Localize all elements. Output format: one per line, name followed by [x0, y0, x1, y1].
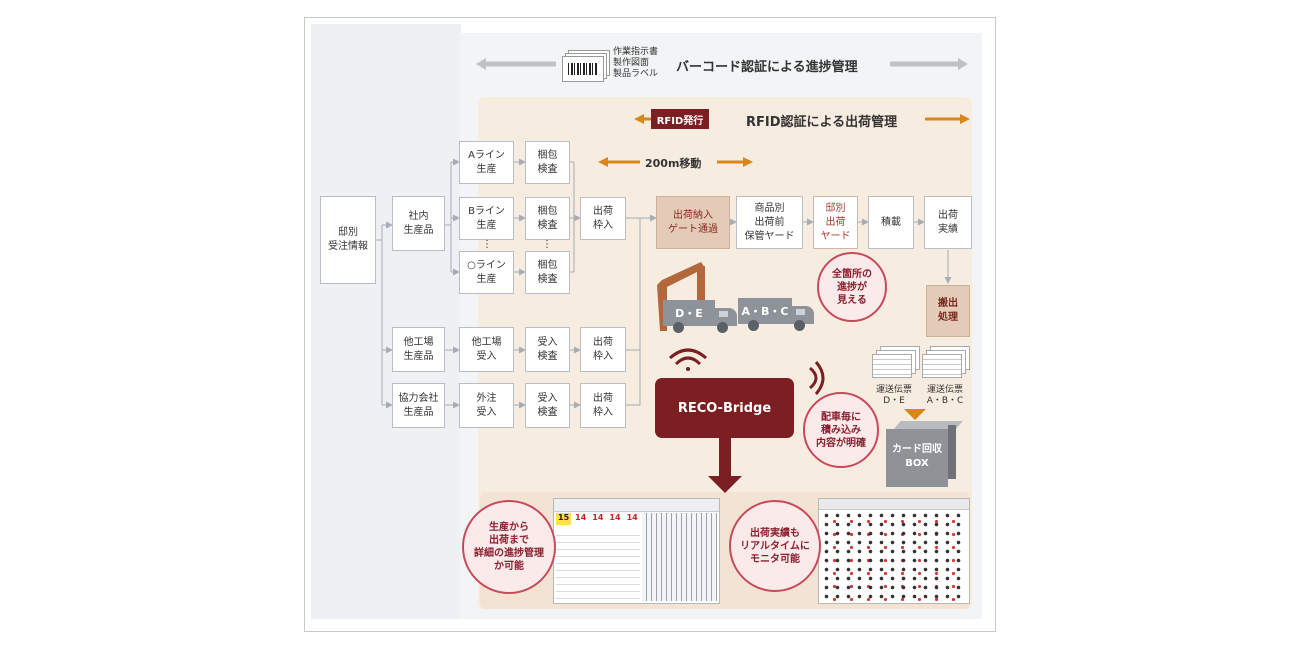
shipment-monitor-screen	[818, 498, 970, 604]
move-arrow	[598, 157, 753, 167]
move-label: 200m移動	[645, 157, 702, 170]
ship-frame-1-box: 出荷 枠入	[580, 197, 626, 240]
truck-abc: A・B・C	[738, 298, 820, 332]
truck-de-label: D・E	[675, 307, 703, 320]
rfid-issue-tag: RFID発行	[651, 109, 709, 129]
line-b-box: Bライン 生産	[459, 197, 514, 240]
ship-frame-3-box: 出荷 枠入	[580, 383, 626, 428]
truck-de: D・E	[663, 300, 745, 334]
line-ellipsis: ⋮	[482, 239, 492, 250]
pack-o-box: 梱包 検査	[525, 251, 570, 294]
callout-per-vehicle: 配車毎に 積み込み 内容が明確	[803, 392, 879, 468]
pack-a-box: 梱包 検査	[525, 141, 570, 184]
slip-de-icon	[872, 346, 920, 380]
truck-abc-label: A・B・C	[741, 305, 789, 318]
pack-b-box: 梱包 検査	[525, 197, 570, 240]
in-house-box: 社内 生産品	[392, 196, 445, 251]
reco-down-arrow	[708, 438, 742, 493]
slip-abc-label: 運送伝票 A・B・C	[926, 385, 964, 406]
rfid-gate	[657, 262, 705, 331]
pack-ellipsis: ⋮	[542, 239, 552, 250]
progress-monitor-screen: 15 14 14 14 14 0	[553, 498, 720, 604]
rfid-title: RFID認証による出荷管理	[746, 115, 898, 130]
accept-inspect-1-box: 受入 検査	[525, 327, 570, 372]
barcode-title: バーコード認証による進捗管理	[676, 60, 858, 75]
document-stack-icon	[562, 50, 610, 82]
other-receive-box: 他工場 受入	[459, 327, 514, 372]
left-panel	[311, 24, 461, 619]
ship-frame-2-box: 出荷 枠入	[580, 327, 626, 372]
gate-box: 出荷納入 ゲート通過	[656, 196, 730, 249]
progress-counts: 15 14 14 14 14 0	[556, 513, 651, 525]
count-5: 14	[626, 513, 638, 522]
line-o-box: ○ライン 生産	[459, 251, 514, 294]
count-2: 14	[575, 513, 587, 522]
count-4: 14	[609, 513, 621, 522]
ship-result-box: 出荷 実績	[924, 196, 972, 249]
carry-out-box: 搬出 処理	[926, 285, 970, 337]
accept-inspect-2-box: 受入 検査	[525, 383, 570, 428]
wireless-icon	[669, 348, 825, 395]
count-3: 14	[592, 513, 604, 522]
card-box-arrow	[904, 409, 926, 420]
outsource-receive-box: 外注 受入	[459, 383, 514, 428]
slip-de-label: 運送伝票 D・E	[875, 385, 912, 406]
reco-bridge-box: RECO-Bridge	[655, 378, 794, 438]
other-factory-box: 他工場 生産品	[392, 327, 445, 372]
callout-detail-progress: 生産から 出荷まで 詳細の進捗管理 か可能	[462, 500, 556, 594]
slip-abc-icon	[922, 346, 970, 380]
callout-all-progress: 全箇所の 進捗が 見える	[817, 252, 887, 322]
order-info-box: 邸別 受注情報	[320, 196, 376, 284]
partner-box: 協力会社 生産品	[392, 383, 445, 428]
doc-labels: 作業指示書 製作図面 製品ラベル	[613, 47, 659, 79]
card-box-label: カード回収 BOX	[892, 444, 942, 469]
yard-box: 商品別 出荷前 保管ヤード	[736, 196, 803, 249]
card-box: カード回収 BOX	[886, 421, 963, 487]
barcode-span-arrow	[476, 58, 968, 70]
line-a-box: Aライン 生産	[459, 141, 514, 184]
count-1: 15	[556, 513, 572, 525]
callout-realtime: 出荷実績も リアルタイムに モニタ可能	[729, 500, 821, 592]
loading-box: 積載	[868, 196, 914, 249]
house-yard-box: 邸別 出荷 ヤード	[813, 196, 858, 249]
